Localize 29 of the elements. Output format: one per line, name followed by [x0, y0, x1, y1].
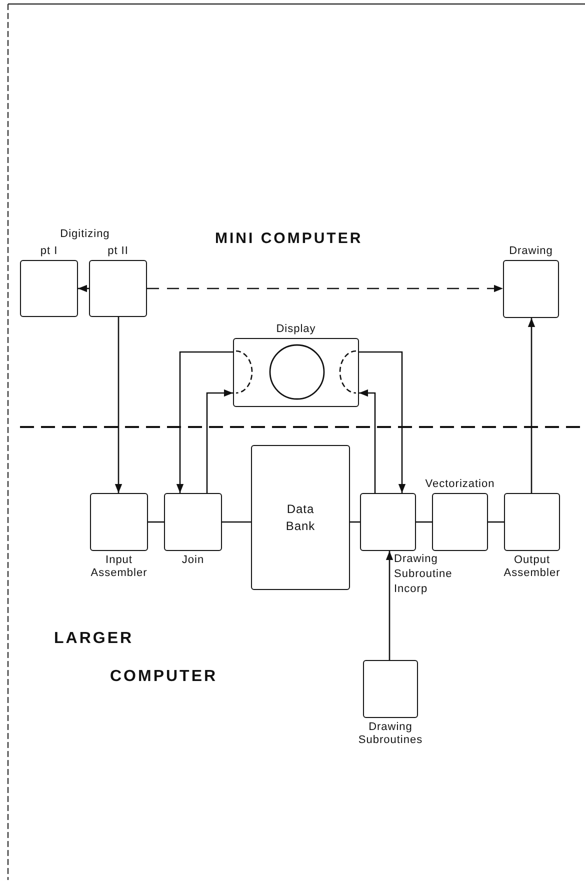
- arrow: [78, 284, 89, 292]
- arrow: [528, 318, 536, 493]
- arrow: [386, 551, 394, 660]
- node-label: Drawing Subroutines: [357, 721, 424, 747]
- arrow: [114, 317, 122, 493]
- node-label: pt II: [108, 245, 128, 258]
- arrow: [359, 351, 406, 493]
- node-label: Vectorization: [425, 478, 495, 491]
- node-label: Drawing: [509, 245, 553, 258]
- node-label: Data Bank: [284, 500, 316, 534]
- connector-line: [148, 521, 164, 523]
- node-label: Input Assembler: [90, 554, 148, 580]
- connector-line: [350, 521, 360, 523]
- node-label: Display: [276, 323, 316, 336]
- node-label: pt I: [40, 245, 58, 258]
- group-heading: Digitizing: [59, 228, 111, 240]
- node-label: Drawing Subroutine Incorp: [394, 552, 454, 597]
- section-heading: LARGER COMPUTER: [54, 629, 219, 687]
- section-heading: MINI COMPUTER: [215, 230, 364, 247]
- arrow: [359, 389, 376, 493]
- arrow: [176, 351, 233, 493]
- node-label: Join: [180, 554, 206, 567]
- node-label: Output Assembler: [502, 554, 562, 580]
- connector-line: [488, 521, 504, 523]
- arrow: [147, 284, 503, 292]
- data-bank-box: [251, 445, 350, 590]
- connector-line: [416, 521, 432, 523]
- arrow: [206, 389, 233, 493]
- connector-line: [222, 521, 251, 523]
